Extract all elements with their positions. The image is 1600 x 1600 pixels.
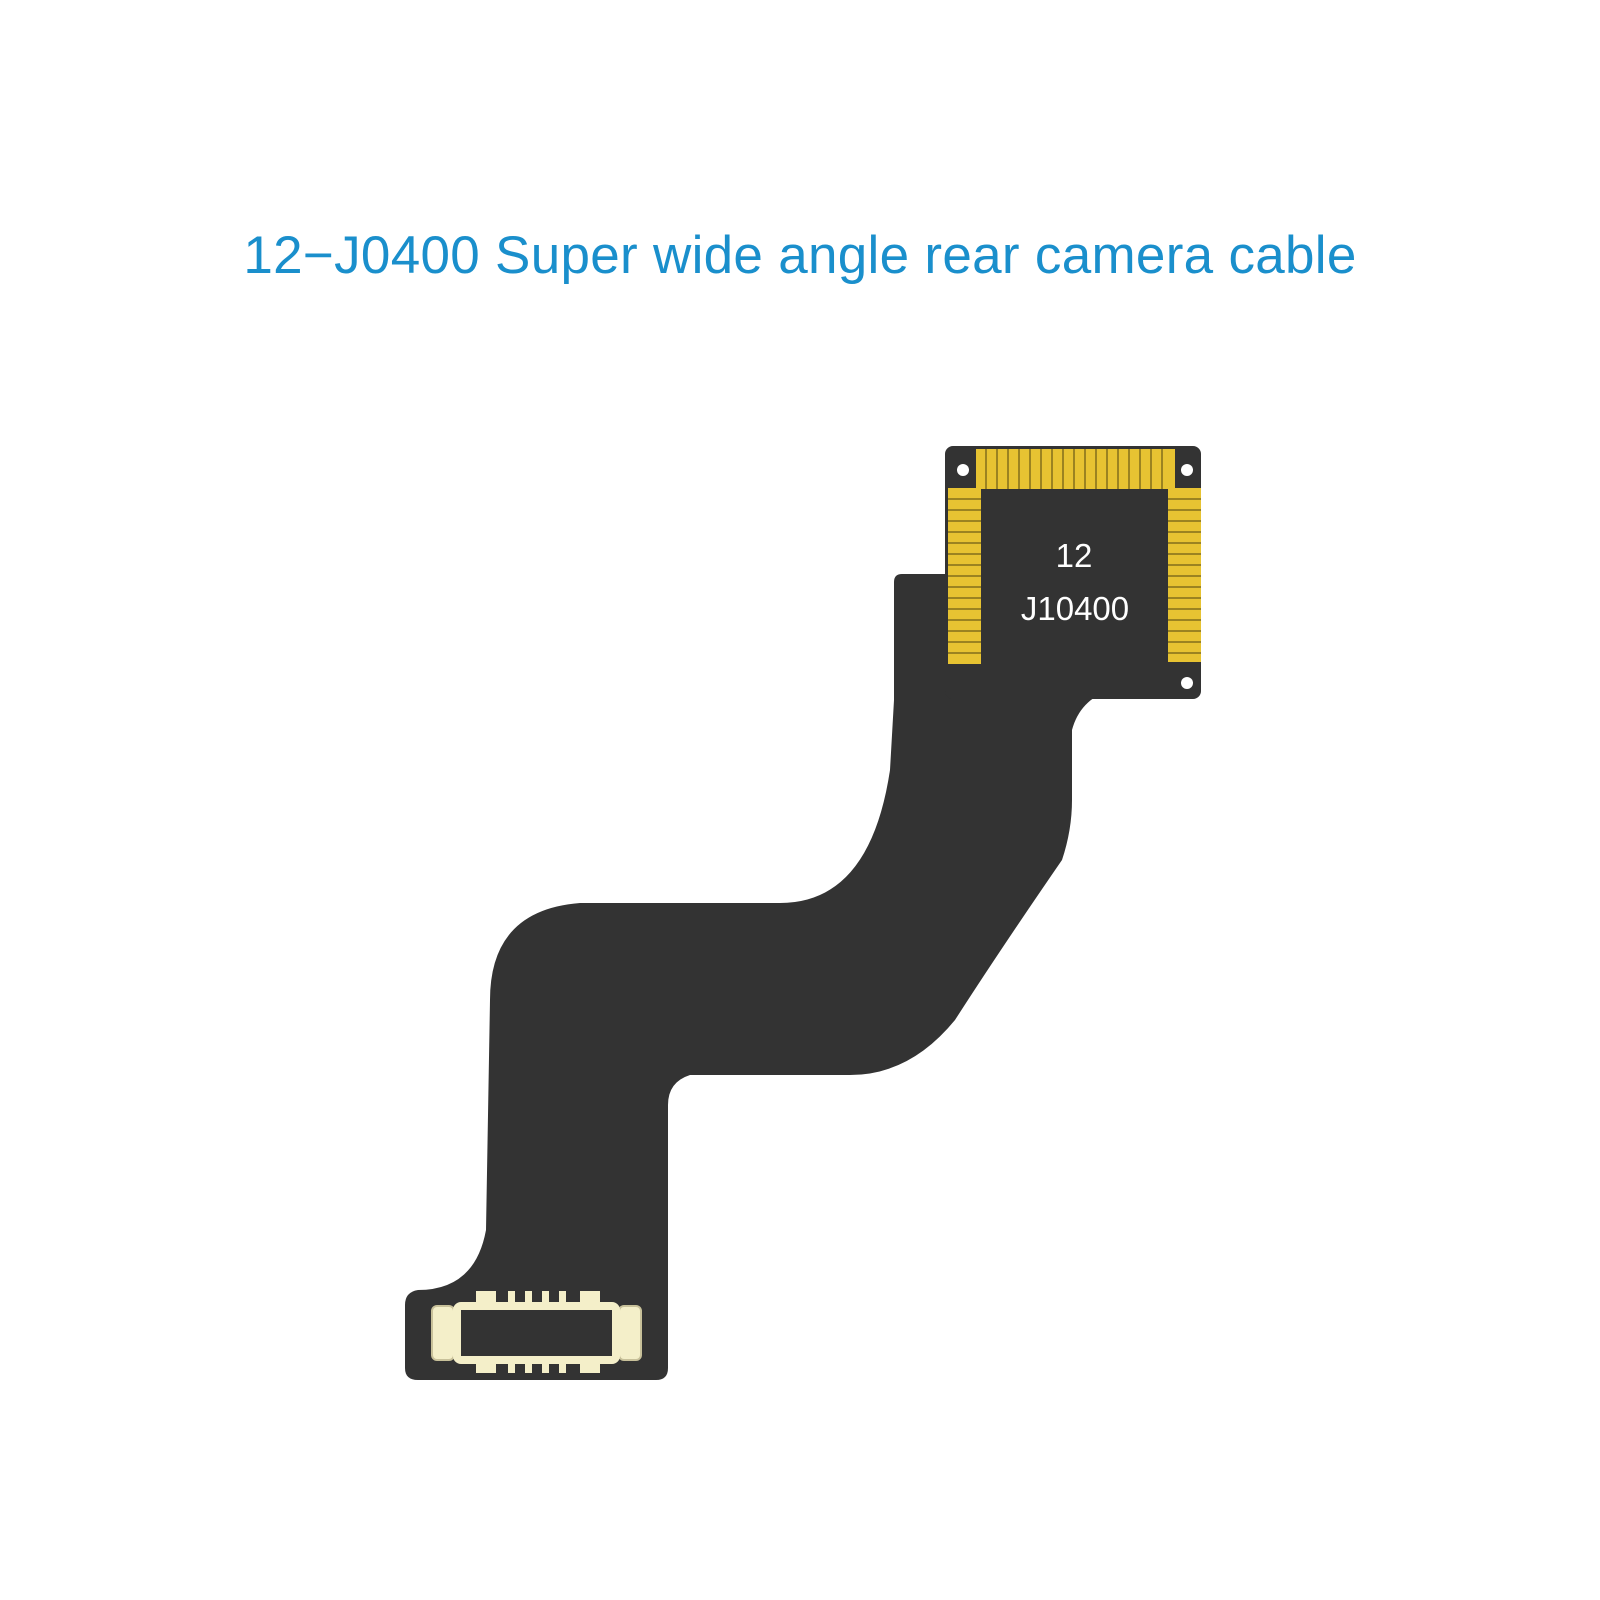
- board-connector: [431, 1291, 642, 1373]
- connector-right-pad: [618, 1305, 642, 1361]
- mounting-hole-top-left: [957, 464, 969, 476]
- gold-pads-left-divisions: [948, 498, 981, 654]
- gold-pads-right-divisions: [1168, 498, 1201, 654]
- mounting-hole-bottom-right: [1181, 677, 1193, 689]
- mounting-hole-top-right: [1181, 464, 1193, 476]
- flex-cable-body: [405, 574, 1110, 1380]
- connector-pins-bottom: [476, 1358, 600, 1373]
- connector-frame: [453, 1302, 620, 1364]
- gold-pads-top-divisions: [985, 449, 1163, 489]
- connector-left-pad: [431, 1305, 455, 1361]
- pcb-label-line1: 12: [1056, 537, 1093, 574]
- connector-pins-top: [476, 1291, 600, 1309]
- gold-pads-top: [976, 449, 1175, 489]
- label-area: [981, 489, 1168, 685]
- pcb-label-line2: J10400: [1021, 590, 1129, 627]
- product-title: 12−J0400 Super wide angle rear camera ca…: [243, 226, 1357, 285]
